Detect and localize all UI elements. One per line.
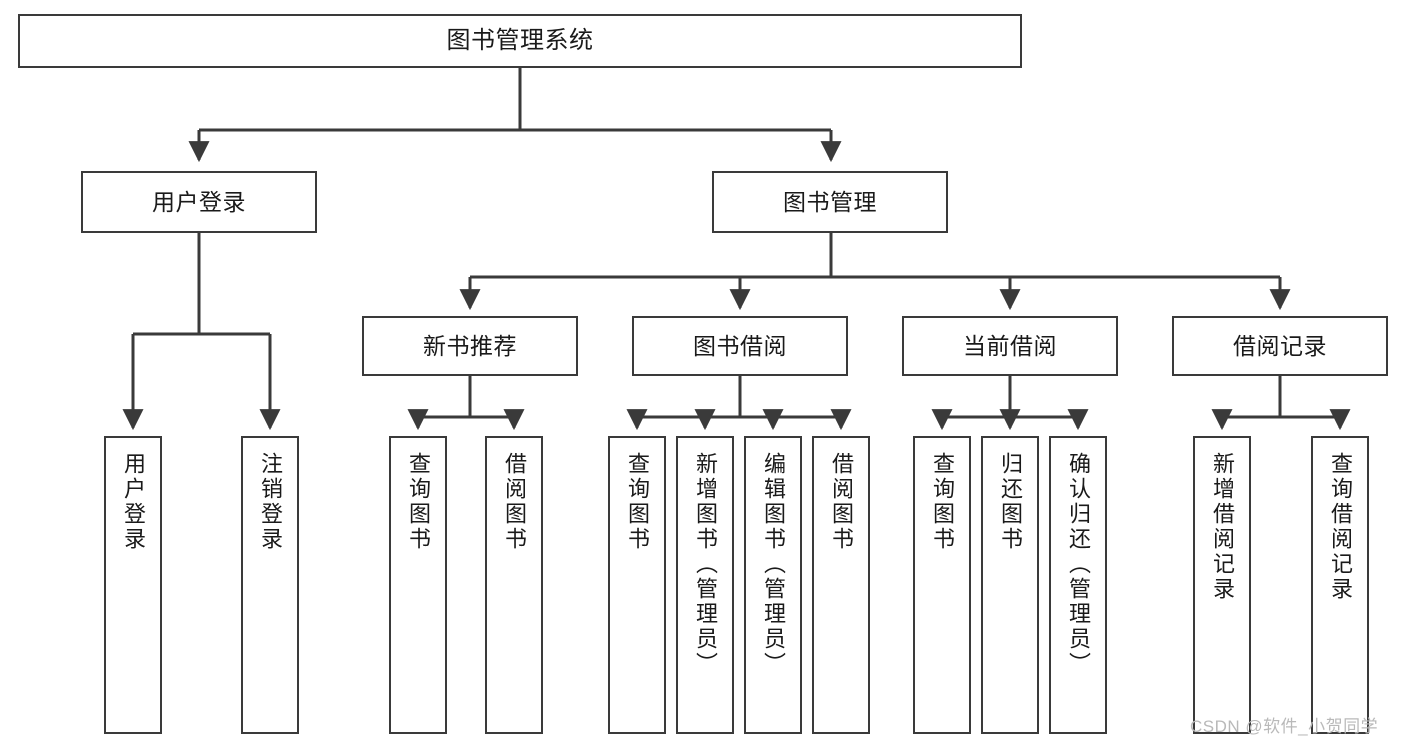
node-label: 图书借阅	[693, 332, 787, 359]
node-label: 借阅图书	[829, 452, 854, 552]
leaf-return-book[interactable]: 归还图书	[981, 436, 1039, 734]
leaf-confirm-return-admin[interactable]: 确认归还（管理员）	[1049, 436, 1107, 734]
node-label: 用户登录	[121, 452, 146, 552]
node-label: 确认归还（管理员）	[1066, 452, 1091, 677]
node-label: 当前借阅	[963, 332, 1057, 359]
node-label: 注销登录	[258, 452, 283, 552]
node-label: 编辑图书（管理员）	[761, 452, 786, 677]
node-current-borrow[interactable]: 当前借阅	[902, 316, 1118, 376]
leaf-query-borrow-record[interactable]: 查询借阅记录	[1311, 436, 1369, 734]
node-label: 查询借阅记录	[1328, 452, 1353, 602]
node-label: 图书管理系统	[446, 27, 594, 55]
leaf-logout[interactable]: 注销登录	[241, 436, 299, 734]
node-label: 用户登录	[152, 188, 246, 215]
node-book-borrow[interactable]: 图书借阅	[632, 316, 848, 376]
node-label: 图书管理	[783, 188, 877, 215]
node-label: 新增图书（管理员）	[693, 452, 718, 677]
leaf-query-book-borrow[interactable]: 查询图书	[608, 436, 666, 734]
leaf-user-login[interactable]: 用户登录	[104, 436, 162, 734]
leaf-borrow-book[interactable]: 借阅图书	[812, 436, 870, 734]
node-label: 借阅记录	[1233, 332, 1327, 359]
node-book-management[interactable]: 图书管理	[712, 171, 948, 233]
node-label: 查询图书	[406, 452, 431, 552]
node-borrow-record[interactable]: 借阅记录	[1172, 316, 1388, 376]
node-label: 查询图书	[930, 452, 955, 552]
leaf-edit-book-admin[interactable]: 编辑图书（管理员）	[744, 436, 802, 734]
node-user-login[interactable]: 用户登录	[81, 171, 317, 233]
node-root-system[interactable]: 图书管理系统	[18, 14, 1022, 68]
node-label: 借阅图书	[502, 452, 527, 552]
leaf-add-book-admin[interactable]: 新增图书（管理员）	[676, 436, 734, 734]
node-label: 新书推荐	[423, 332, 517, 359]
leaf-add-borrow-record[interactable]: 新增借阅记录	[1193, 436, 1251, 734]
node-label: 查询图书	[625, 452, 650, 552]
node-label: 新增借阅记录	[1210, 452, 1235, 602]
watermark: CSDN @软件_小贺同学	[1190, 717, 1379, 736]
leaf-borrow-book-recommend[interactable]: 借阅图书	[485, 436, 543, 734]
leaf-query-book-current[interactable]: 查询图书	[913, 436, 971, 734]
node-label: 归还图书	[998, 452, 1023, 552]
leaf-query-book-recommend[interactable]: 查询图书	[389, 436, 447, 734]
node-new-book-recommend[interactable]: 新书推荐	[362, 316, 578, 376]
